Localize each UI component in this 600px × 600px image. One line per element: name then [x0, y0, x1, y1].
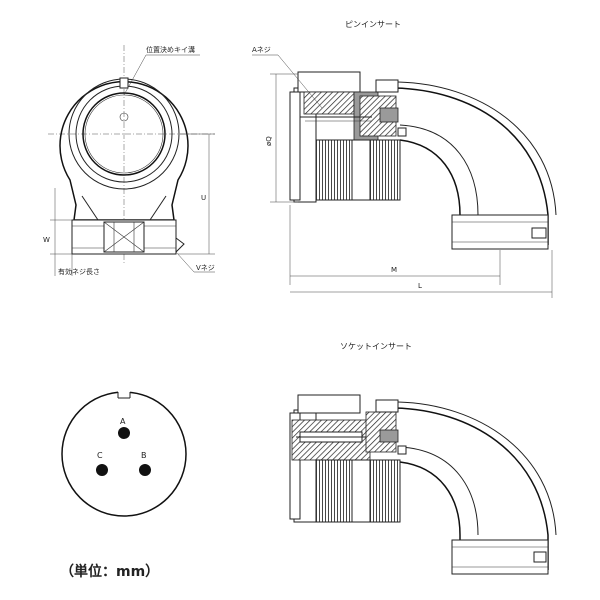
- dim-q-label: øQ: [265, 136, 273, 146]
- key-groove-label: 位置決めキイ溝: [146, 45, 195, 54]
- connector-side-section-socket: [289, 394, 557, 575]
- dim-m-label: M: [391, 266, 397, 274]
- dim-l-label: L: [418, 282, 422, 290]
- front-view-dimensions: U W 有効ネジ長さ Vネジ: [43, 133, 215, 276]
- pin-view-dimensions: øQ M L: [265, 73, 553, 298]
- contact-b: [139, 464, 151, 476]
- connector-side-section-pin: [289, 71, 557, 250]
- contact-a-label: A: [120, 417, 126, 426]
- unit-label: （単位：mm）: [60, 563, 159, 580]
- contact-b-label: B: [141, 451, 147, 460]
- key-groove-callout: 位置決めキイ溝: [123, 45, 200, 96]
- a-thread-label: Aネジ: [252, 46, 271, 54]
- connector-front-view: [48, 45, 215, 265]
- contact-c: [96, 464, 108, 476]
- a-thread-callout: Aネジ: [252, 46, 323, 109]
- contact-c-label: C: [97, 451, 103, 460]
- dim-w-label: W: [43, 236, 50, 244]
- socket-insert-title: ソケットインサート: [340, 342, 412, 351]
- dim-u-label: U: [201, 194, 206, 202]
- v-thread-label: Vネジ: [196, 264, 215, 272]
- contact-a: [118, 427, 130, 439]
- effective-thread-length-label: 有効ネジ長さ: [58, 267, 100, 276]
- pin-insert-title: ピンインサート: [345, 20, 401, 29]
- three-pin-contact-face: A C B: [61, 388, 187, 517]
